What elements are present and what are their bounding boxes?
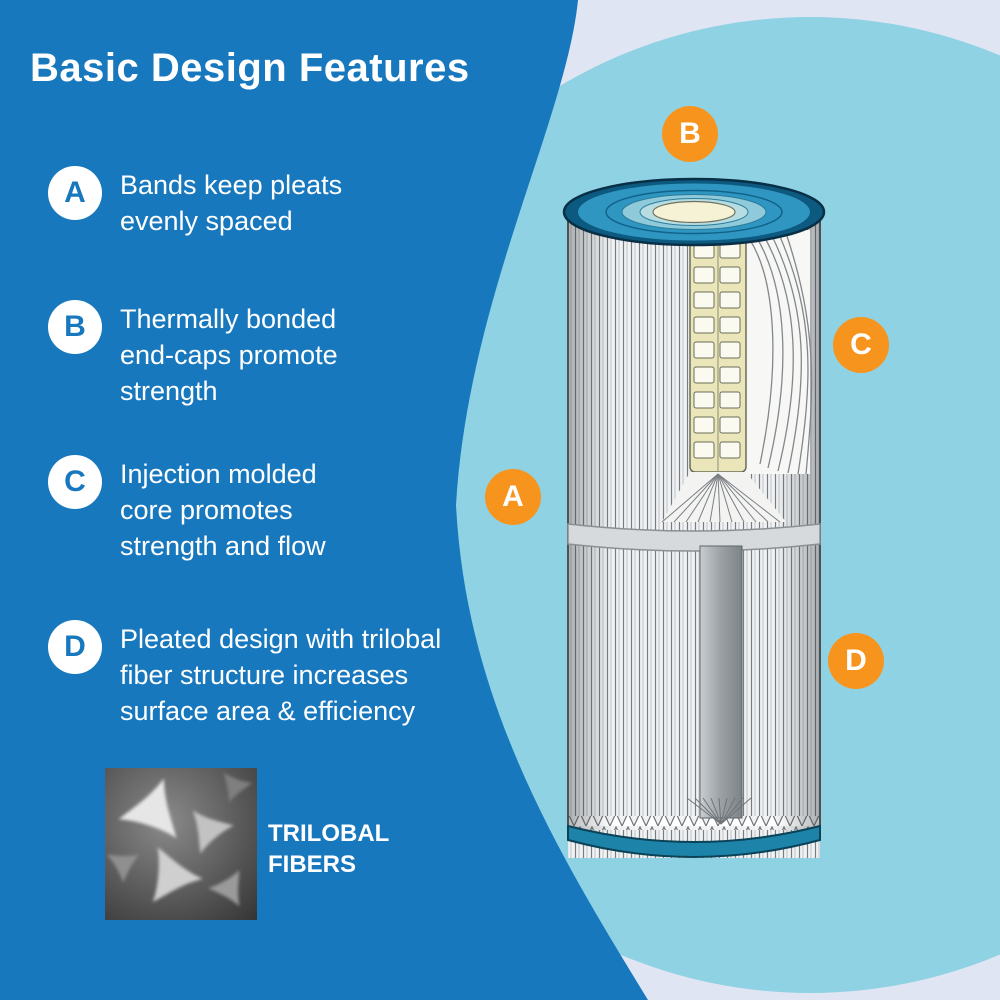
callout-b-badge: B — [662, 106, 718, 162]
feature-row-b: B Thermally bonded end-caps promote stre… — [48, 300, 372, 410]
callout-a-badge: A — [485, 469, 541, 525]
filter-cartridge-illustration — [562, 177, 826, 858]
feature-b-letter-badge: B — [48, 300, 102, 354]
trilobal-fibers-label: TRILOBAL FIBERS — [268, 818, 389, 880]
feature-row-c: C Injection molded core promotes strengt… — [48, 455, 372, 565]
feature-a-letter-badge: A — [48, 166, 102, 220]
bottom-end-cap — [567, 824, 821, 858]
feature-d-text: Pleated design with trilobal fiber struc… — [120, 624, 442, 726]
pleat-fan — [661, 472, 786, 523]
trilobal-fibers-label-line1: TRILOBAL — [268, 820, 390, 847]
page-title: Basic Design Features — [30, 46, 470, 90]
core-column — [686, 545, 752, 825]
trilobal-fibers-image — [105, 768, 257, 920]
feature-a-text: Bands keep pleats evenly spaced — [120, 170, 343, 236]
feature-b-text: Thermally bonded end-caps promote streng… — [120, 304, 338, 406]
cutaway-media-grain — [746, 229, 813, 475]
feature-d-letter-badge: D — [48, 620, 102, 674]
feature-c-letter-badge: C — [48, 455, 102, 509]
feature-row-d: D Pleated design with trilobal fiber str… — [48, 620, 465, 730]
trilobal-fibers-label-line2: FIBERS — [268, 851, 357, 879]
callout-d-badge: D — [828, 633, 884, 689]
top-end-cap — [562, 177, 826, 247]
core-cutaway — [689, 233, 747, 473]
feature-c-text: Injection molded core promotes strength … — [120, 459, 326, 561]
blue-panel — [0, 0, 648, 1000]
pleat-band — [567, 523, 821, 552]
callout-c-badge: C — [833, 317, 889, 373]
feature-row-a: A Bands keep pleats evenly spaced — [48, 166, 372, 240]
